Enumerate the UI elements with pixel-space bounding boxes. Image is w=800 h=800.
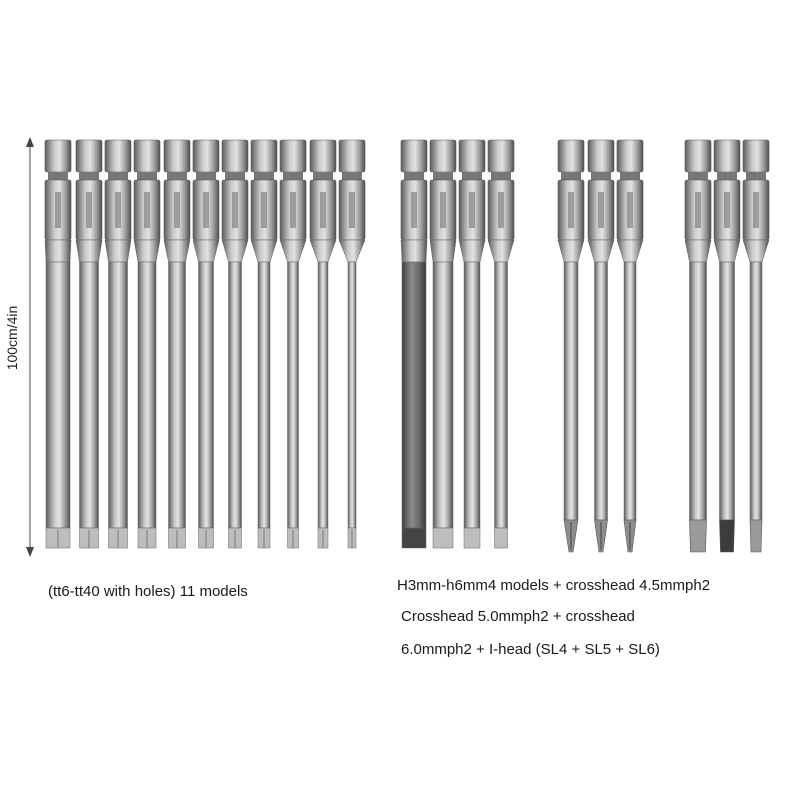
torx-caption: (tt6-tt40 with holes) 11 models <box>48 583 248 600</box>
screwdriver-bit <box>221 139 249 549</box>
screwdriver-bit <box>400 139 428 549</box>
length-label: 100cm/4in <box>4 305 20 371</box>
screwdriver-bit <box>616 139 644 553</box>
screwdriver-bit <box>458 139 486 549</box>
screwdriver-bit <box>557 139 585 553</box>
screwdriver-bit <box>104 139 132 549</box>
torx-bits <box>44 139 366 549</box>
screwdriver-bit <box>338 139 366 549</box>
screwdriver-bit <box>684 139 712 553</box>
measurement-arrow <box>26 137 34 557</box>
screwdriver-bit <box>192 139 220 549</box>
screwdriver-bit <box>44 139 72 549</box>
screwdriver-bit <box>742 139 770 553</box>
slotted-bits <box>684 139 770 553</box>
screwdriver-bit <box>587 139 615 553</box>
screwdriver-bit <box>713 139 741 553</box>
screwdriver-bit <box>133 139 161 549</box>
screwdriver-bit <box>429 139 457 549</box>
screwdriver-bit <box>487 139 515 549</box>
screwdriver-bit <box>75 139 103 549</box>
hex-bits <box>400 139 515 549</box>
screwdriver-bit <box>279 139 307 549</box>
phillips-bits <box>557 139 644 553</box>
screwdriver-bit <box>250 139 278 549</box>
other-caption-line-3: 6.0mmph2 + I-head (SL4 + SL5 + SL6) <box>401 641 660 658</box>
screwdriver-bit <box>163 139 191 549</box>
other-caption-line-1: H3mm-h6mm4 models + crosshead 4.5mmph2 <box>397 577 711 594</box>
bit-set <box>44 139 770 553</box>
other-caption-line-2: Crosshead 5.0mmph2 + crosshead <box>401 608 635 625</box>
screwdriver-bit <box>309 139 337 549</box>
